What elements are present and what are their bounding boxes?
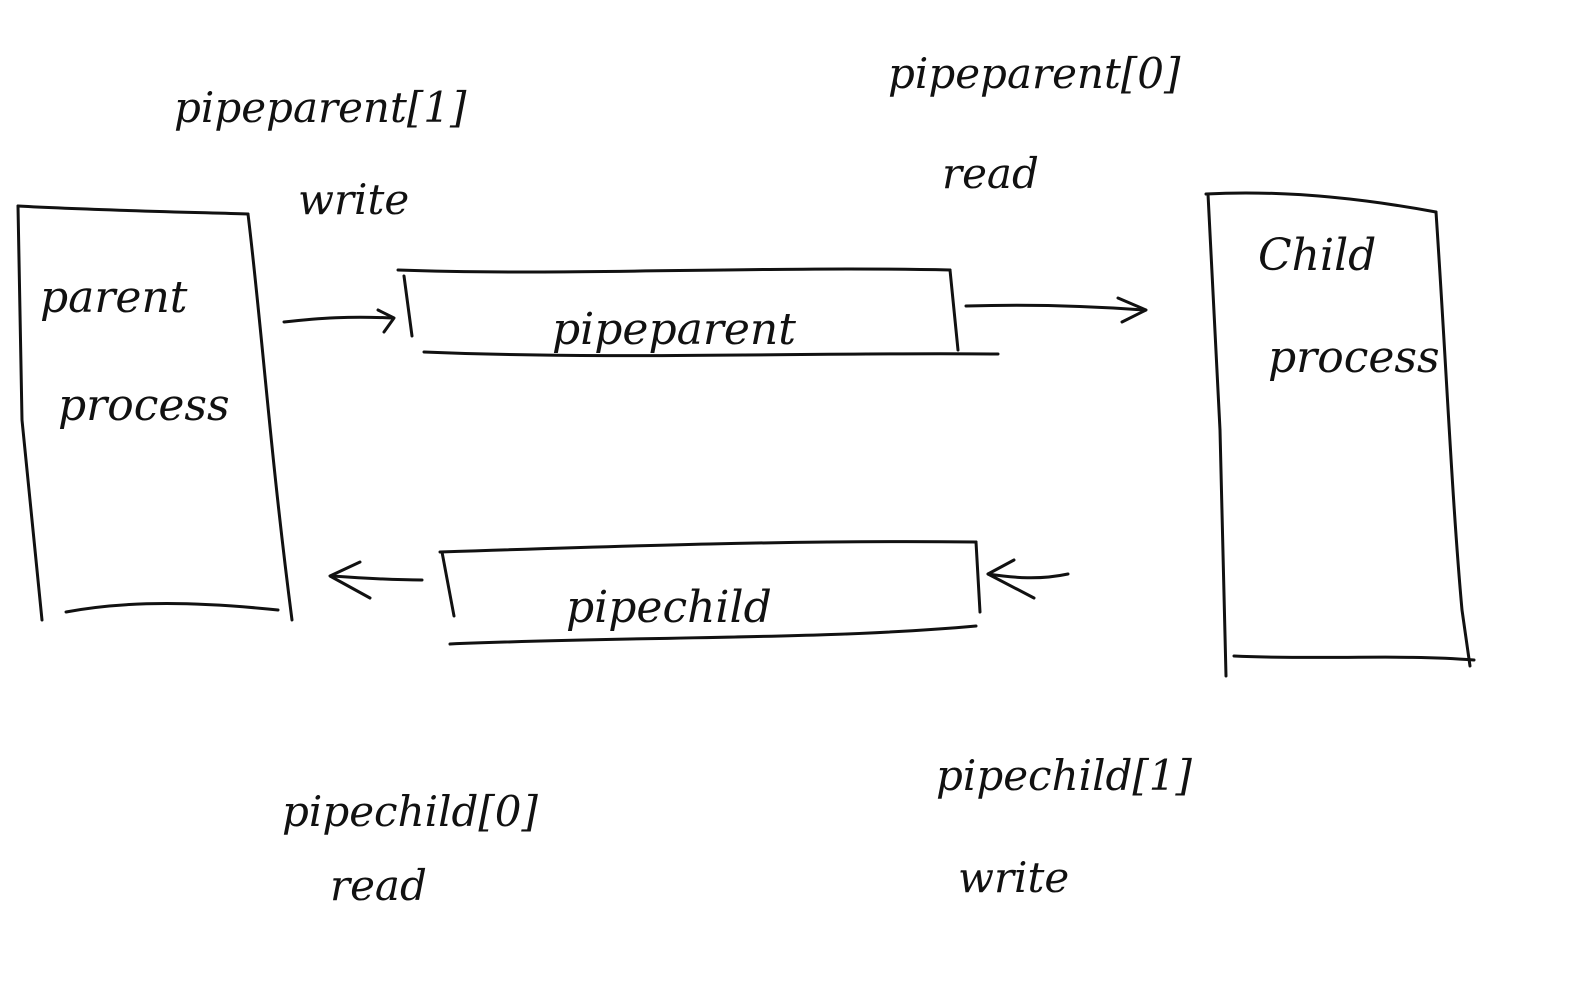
- pipechild-pipe: [438, 540, 982, 646]
- pipeparent-write-mode-label: write: [298, 175, 409, 224]
- pipeparent-write-end-label: pipeparent[1]: [174, 83, 467, 132]
- pipeparent-label: pipeparent: [552, 304, 796, 355]
- child-box-label-line1: Child: [1258, 230, 1376, 281]
- arrow-child-to-pipechild: [986, 558, 1070, 600]
- pipeparent-read-mode-label: read: [942, 149, 1039, 198]
- arrow-pipeparent-to-child: [964, 296, 1148, 324]
- pipechild-read-mode-label: read: [330, 861, 427, 910]
- child-box-label-line2: process: [1268, 332, 1440, 383]
- parent-box-label-line1: parent: [40, 272, 188, 323]
- pipeparent-pipe: [396, 267, 1000, 358]
- parent-box-label-line2: process: [58, 380, 230, 431]
- pipechild-write-end-label: pipechild[1]: [936, 751, 1192, 800]
- parent-process-box: [16, 204, 294, 622]
- pipechild-label: pipechild: [566, 582, 772, 633]
- pipechild-read-end-label: pipechild[0]: [282, 787, 538, 836]
- pipechild-write-mode-label: write: [958, 853, 1069, 902]
- arrow-parent-to-pipeparent: [282, 308, 396, 334]
- pipeparent-read-end-label: pipeparent[0]: [888, 49, 1181, 98]
- arrow-pipechild-to-parent: [328, 560, 424, 600]
- child-process-box: [1204, 191, 1476, 678]
